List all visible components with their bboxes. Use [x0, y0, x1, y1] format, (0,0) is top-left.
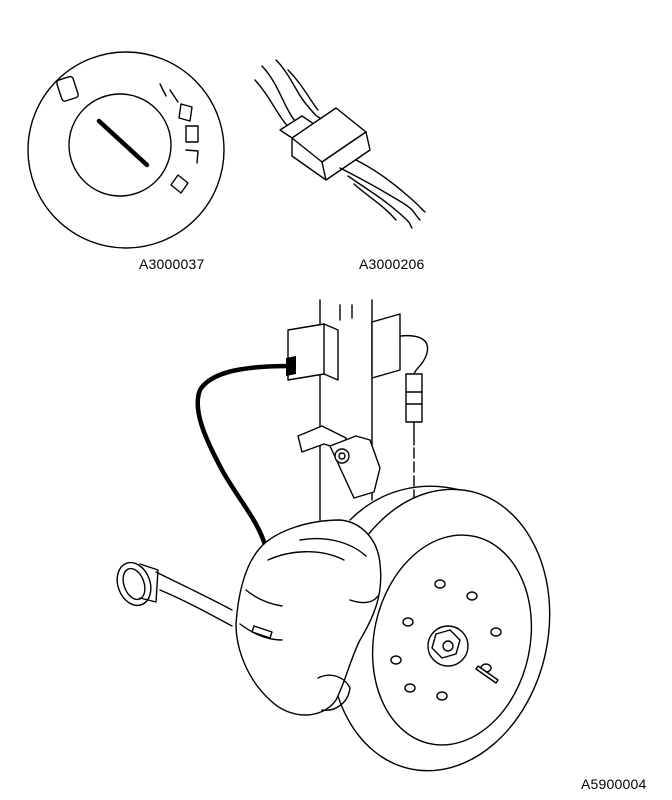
figure-code-ignition-switch: A3000037 [139, 256, 205, 272]
figure-code-brake-assembly: A5900004 [581, 776, 647, 792]
figure-code-connector: A3000206 [359, 256, 425, 272]
ignition-switch-face [27, 51, 225, 249]
wiring-connector [254, 59, 426, 229]
brake-assembly-illustration [116, 299, 551, 772]
